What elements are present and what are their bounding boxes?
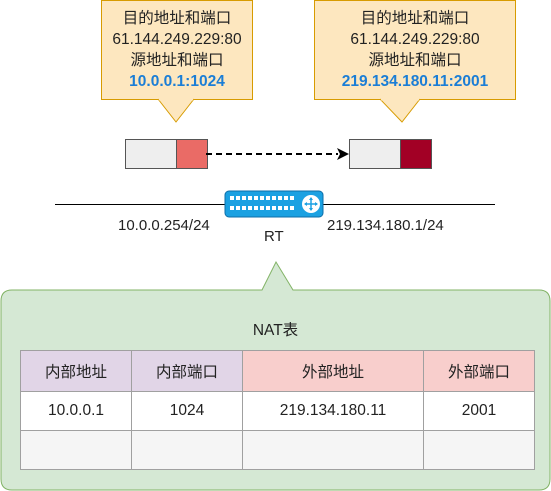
cell-empty [423, 430, 535, 470]
packet-left-body [126, 140, 177, 168]
header-external-address: 外部地址 [242, 350, 424, 392]
packet-left-header [177, 140, 207, 168]
router-label: RT [264, 228, 284, 245]
packet-right-body [350, 140, 401, 168]
header-internal-port: 内部端口 [131, 350, 243, 392]
nat-table-title: NAT表 [252, 322, 299, 339]
callout-left-source: 10.0.0.1:1024 [129, 73, 225, 90]
header-external-port: 外部端口 [423, 350, 535, 392]
packet-right [349, 139, 432, 169]
callout-left-line1: 目的地址和端口 [122, 10, 232, 27]
router-icon [224, 190, 324, 218]
inside-ip-label: 10.0.0.254/24 [118, 217, 210, 234]
callout-left: 目的地址和端口 61.144.249.229:80 源地址和端口 10.0.0.… [101, 0, 253, 100]
callout-left-line2: 61.144.249.229:80 [112, 31, 242, 48]
packet-right-header [401, 140, 431, 168]
cell-internal-address: 10.0.0.1 [20, 391, 132, 431]
nat-table: 内部地址 内部端口 外部地址 外部端口 10.0.0.1 1024 219.13… [20, 350, 535, 470]
cell-empty [242, 430, 424, 470]
cell-internal-port: 1024 [131, 391, 243, 431]
callout-right-line2: 61.144.249.229:80 [350, 31, 480, 48]
table-row: 10.0.0.1 1024 219.134.180.11 2001 [20, 391, 535, 431]
callout-right-line3: 源地址和端口 [368, 52, 462, 69]
header-internal-address: 内部地址 [20, 350, 132, 392]
outside-ip-label: 219.134.180.1/24 [327, 217, 444, 234]
cell-external-address: 219.134.180.11 [242, 391, 424, 431]
cell-empty [20, 430, 132, 470]
cell-external-port: 2001 [423, 391, 535, 431]
callout-right: 目的地址和端口 61.144.249.229:80 源地址和端口 219.134… [314, 0, 516, 100]
table-row [20, 430, 535, 470]
callout-right-line1: 目的地址和端口 [360, 10, 470, 27]
cell-empty [131, 430, 243, 470]
callout-left-line3: 源地址和端口 [130, 52, 224, 69]
packet-left [125, 139, 208, 169]
callout-right-source: 219.134.180.11:2001 [341, 73, 489, 90]
